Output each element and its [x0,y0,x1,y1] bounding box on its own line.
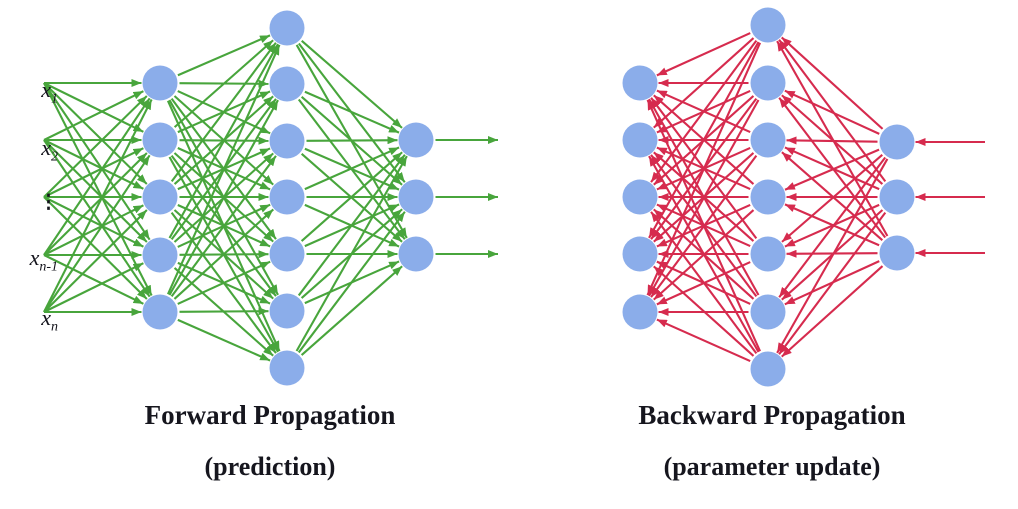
input-label-xn-1: xn-1 [29,245,58,275]
neuron-node [142,237,178,273]
neuron-node [879,124,915,160]
caption-forward: Forward Propagation (prediction) [70,399,470,482]
forward-connections [43,34,498,362]
neuron-node [622,294,658,330]
neuron-node [142,65,178,101]
neuron-node [750,236,786,272]
forward-nodes [142,10,434,386]
neuron-node [750,122,786,158]
neuron-node [269,236,305,272]
neuron-node [398,179,434,215]
caption-backward-subtitle: (parameter update) [663,452,881,481]
neuron-node [269,293,305,329]
input-label-ellipsis: ⋮ [39,192,58,213]
backward-network [622,7,985,387]
backward-nodes [622,7,915,387]
neuron-node [622,179,658,215]
neuron-node [622,236,658,272]
neuron-node [398,236,434,272]
neuron-node [750,179,786,215]
caption-backward-title: Backward Propagation [638,400,906,430]
neuron-node [269,350,305,386]
forward-network [43,10,498,386]
neuron-node [750,65,786,101]
neuron-node [622,65,658,101]
backward-connections [646,32,985,363]
caption-backward: Backward Propagation (parameter update) [572,399,972,482]
neuron-node [269,66,305,102]
input-label-x2: x2 [41,135,58,165]
neuron-node [750,294,786,330]
input-label-x1: x1 [41,77,58,107]
neuron-node [879,179,915,215]
input-label-xn: xn [41,305,58,335]
neuron-node [142,294,178,330]
neuron-node [269,179,305,215]
neuron-node [622,122,658,158]
neuron-node [269,10,305,46]
neuron-node [750,351,786,387]
neuron-node [750,7,786,43]
neuron-node [398,122,434,158]
neuron-node [142,179,178,215]
caption-forward-title: Forward Propagation [144,400,396,430]
caption-forward-subtitle: (prediction) [204,452,336,481]
neuron-node [879,235,915,271]
neuron-node [142,122,178,158]
neuron-node [269,123,305,159]
